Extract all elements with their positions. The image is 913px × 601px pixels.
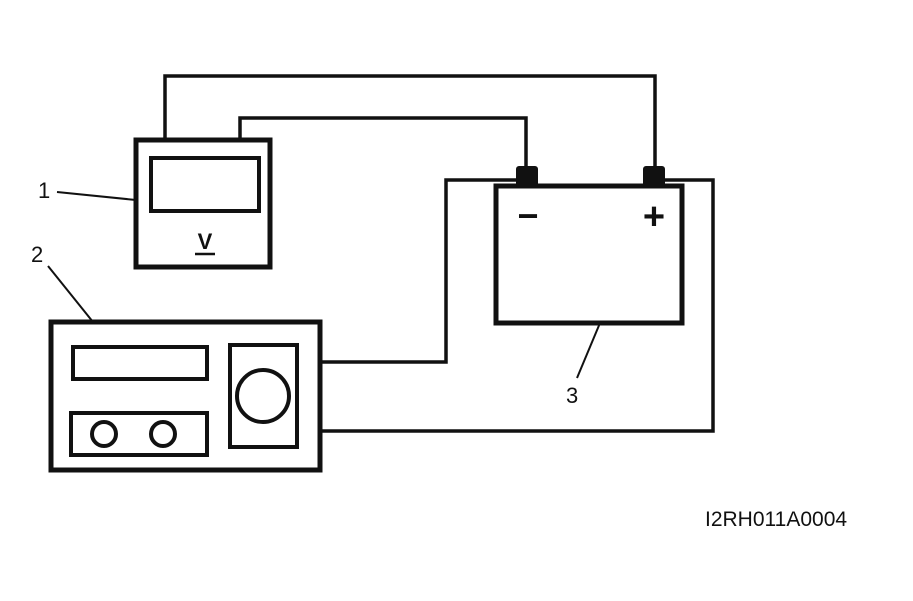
battery: − + <box>493 166 685 326</box>
wiring <box>163 74 715 433</box>
wire-charger-to-positive <box>320 178 715 433</box>
charger-terminal-left <box>90 420 118 448</box>
battery-case <box>493 183 685 326</box>
voltmeter-unit-symbol: V <box>198 229 213 254</box>
callout-charger: 2 <box>31 242 43 267</box>
leader-charger <box>47 265 94 323</box>
wire-voltmeter-to-positive <box>163 74 657 168</box>
charger-dial <box>235 368 291 424</box>
wire-voltmeter-to-negative <box>238 116 528 168</box>
leader-battery <box>576 322 601 379</box>
callout-leaders <box>47 191 601 379</box>
positive-terminal <box>643 166 665 188</box>
callout-voltmeter: 1 <box>38 178 50 203</box>
battery-charger <box>48 319 323 473</box>
charger-terminal-right <box>149 420 177 448</box>
leader-voltmeter <box>56 191 137 201</box>
negative-symbol: − <box>517 195 538 236</box>
charger-terminal-panel <box>69 411 209 457</box>
voltmeter-display <box>149 156 261 213</box>
callout-battery: 3 <box>566 383 578 408</box>
charger-display <box>71 345 209 381</box>
figure-code: I2RH011A0004 <box>705 508 847 531</box>
negative-terminal <box>516 166 538 188</box>
voltmeter: V <box>133 137 273 270</box>
wire-charger-to-negative <box>320 178 520 364</box>
positive-symbol: + <box>643 196 665 238</box>
